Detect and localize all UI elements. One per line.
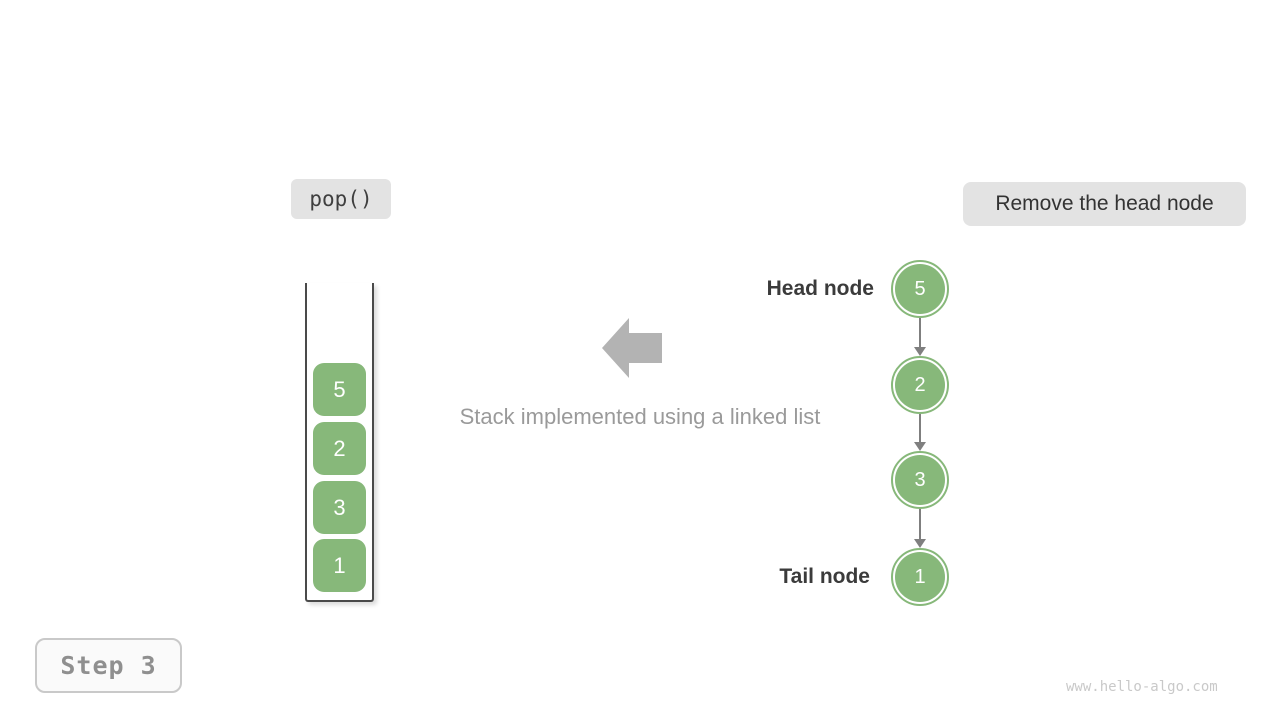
connector-line <box>919 509 921 539</box>
tail-node-label: Tail node <box>779 565 870 588</box>
arrowhead-icon <box>914 442 926 451</box>
stack-item: 1 <box>313 539 366 592</box>
stack-item: 3 <box>313 481 366 534</box>
node-value: 3 <box>895 455 945 505</box>
linked-list-node: 5 <box>891 260 949 318</box>
head-node-label: Head node <box>766 277 874 300</box>
left-block-arrow-icon <box>602 318 662 378</box>
connector-line <box>919 318 921 347</box>
stack-item: 2 <box>313 422 366 475</box>
stack-item: 5 <box>313 363 366 416</box>
linked-list-node: 3 <box>891 451 949 509</box>
step-badge: Step 3 <box>35 638 182 693</box>
node-value: 1 <box>895 552 945 602</box>
node-value: 2 <box>895 360 945 410</box>
node-value: 5 <box>895 264 945 314</box>
arrowhead-icon <box>914 539 926 548</box>
down-arrow-connector <box>914 509 926 548</box>
pop-operation-badge: pop() <box>291 179 391 219</box>
linked-list-node: 2 <box>891 356 949 414</box>
connector-line <box>919 414 921 442</box>
arrowhead-icon <box>914 347 926 356</box>
remove-head-node-badge: Remove the head node <box>963 182 1246 226</box>
watermark-url: www.hello-algo.com <box>1066 679 1218 695</box>
down-arrow-connector <box>914 318 926 356</box>
caption-text: Stack implemented using a linked list <box>459 404 821 429</box>
linked-list-node: 1 <box>891 548 949 606</box>
down-arrow-connector <box>914 414 926 451</box>
